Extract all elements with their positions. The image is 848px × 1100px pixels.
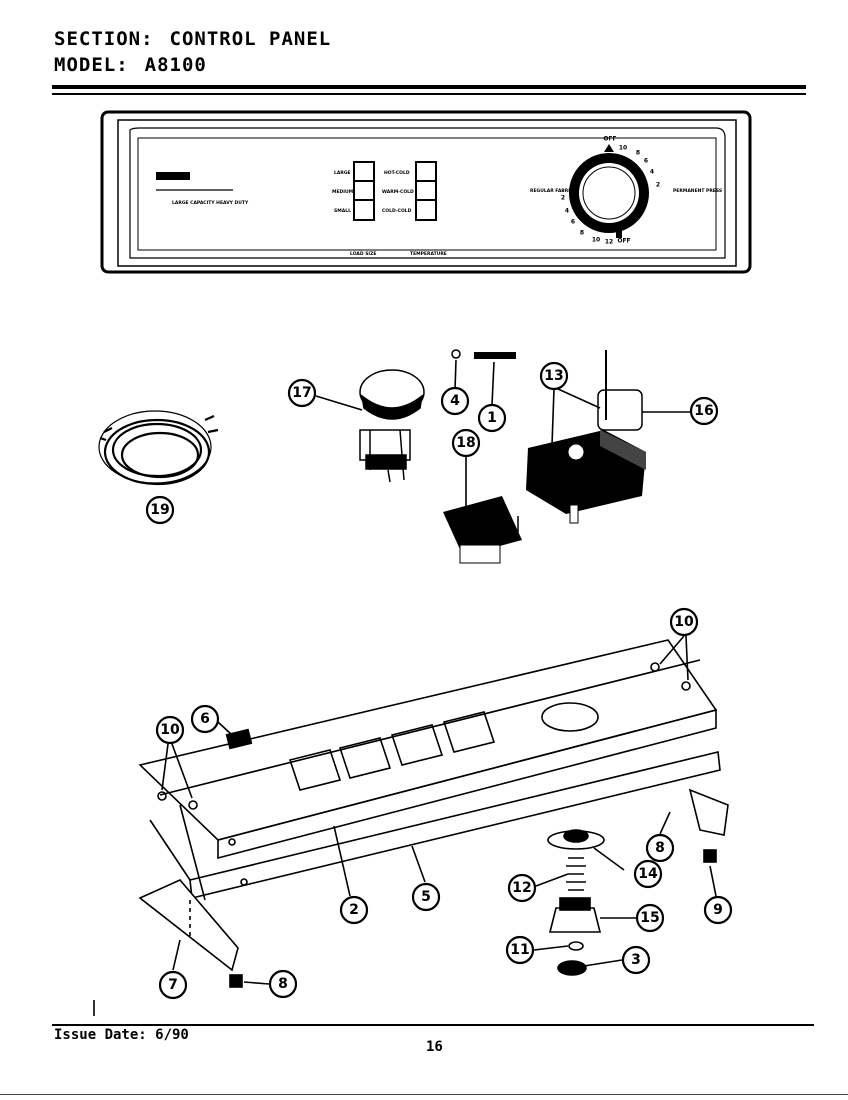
footer-rule: [52, 1024, 814, 1026]
svg-text:18: 18: [456, 435, 475, 451]
temperature-buttons: HOT-COLD WARM-COLD COLD-COLD: [382, 161, 437, 221]
knob-part: [474, 352, 516, 359]
svg-text:12: 12: [605, 239, 613, 246]
section-value: CONTROL PANEL: [169, 28, 332, 50]
svg-text:10: 10: [674, 614, 694, 630]
callout-2: 2: [339, 895, 369, 925]
svg-text:8: 8: [580, 230, 584, 237]
svg-text:5: 5: [421, 889, 431, 905]
svg-text:1: 1: [487, 410, 497, 426]
svg-text:3: 3: [631, 952, 641, 968]
svg-text:6: 6: [571, 219, 575, 226]
svg-text:8: 8: [636, 150, 640, 157]
svg-text:13: 13: [544, 368, 563, 384]
svg-text:11: 11: [510, 942, 529, 958]
agitator-drive-parts: [547, 829, 605, 976]
callout-6: 6: [190, 704, 220, 734]
callout-5: 5: [411, 882, 441, 912]
svg-text:14: 14: [638, 866, 658, 882]
callout-1: 1: [477, 403, 507, 433]
console-base-assembly: [138, 639, 729, 988]
brand-logo: [156, 172, 190, 180]
temperature-caption: TEMPERATURE: [410, 251, 447, 257]
callout-4: 4: [440, 386, 470, 416]
section-heading: SECTION: CONTROL PANEL: [54, 28, 331, 50]
svg-text:10: 10: [619, 145, 627, 152]
callout-12: 12: [507, 873, 537, 903]
load-large-label: LARGE: [334, 170, 351, 176]
callout-17: 17: [287, 378, 317, 408]
load-size-caption: LOAD SIZE: [350, 251, 376, 257]
svg-text:4: 4: [565, 208, 569, 215]
header-rule-thin: [52, 93, 806, 95]
svg-text:15: 15: [640, 910, 659, 926]
callout-19: 19: [145, 495, 175, 525]
page-number: 16: [426, 1039, 443, 1055]
load-small-label: SMALL: [334, 208, 351, 214]
push-button-switch-block: [443, 496, 522, 564]
timer-assembly: [526, 350, 646, 524]
trim-part: [225, 728, 253, 750]
svg-text:2: 2: [561, 195, 565, 202]
model-label: MODEL:: [54, 54, 129, 76]
svg-text:OFF: OFF: [617, 238, 630, 245]
svg-text:10: 10: [160, 722, 180, 738]
load-medium-label: MEDIUM: [332, 189, 354, 195]
callout-8a: 8: [645, 833, 675, 863]
callout-9: 9: [703, 895, 733, 925]
svg-text:12: 12: [512, 880, 531, 896]
svg-text:7: 7: [168, 977, 178, 993]
model-heading: MODEL: A8100: [54, 54, 207, 76]
issue-date: Issue Date: 6/90: [54, 1027, 189, 1043]
temp-hot-label: HOT-COLD: [384, 170, 410, 176]
leader-lines: [93, 359, 717, 1016]
svg-text:17: 17: [292, 385, 311, 401]
callout-18: 18: [451, 428, 481, 458]
load-size-buttons: LARGE MEDIUM SMALL: [332, 161, 375, 221]
model-value: A8100: [144, 54, 207, 76]
tag-line: LARGE CAPACITY HEAVY DUTY: [172, 200, 249, 206]
svg-text:8: 8: [655, 840, 665, 856]
svg-text:16: 16: [694, 403, 713, 419]
temp-cold-label: COLD-COLD: [382, 208, 412, 214]
callout-14: 14: [633, 859, 663, 889]
callout-15: 15: [635, 903, 665, 933]
water-level-switch: [359, 369, 425, 483]
bottom-edge-line: [0, 1094, 848, 1095]
svg-text:4: 4: [650, 169, 654, 176]
svg-text:9: 9: [713, 902, 723, 918]
callout-10a: 10: [669, 607, 699, 637]
clip-part: [451, 349, 461, 359]
callout-16: 16: [689, 396, 719, 426]
callout-3: 3: [621, 945, 651, 975]
svg-text:10: 10: [592, 237, 600, 244]
svg-text:2: 2: [656, 182, 660, 189]
callout-11: 11: [505, 935, 535, 965]
svg-text:4: 4: [450, 393, 460, 409]
callout-8b: 8: [268, 969, 298, 999]
svg-text:2: 2: [349, 902, 359, 918]
timer-dial: REGULAR FABRICS PERMANENT PRESS 10 8 6 4…: [530, 136, 722, 246]
svg-text:6: 6: [644, 158, 648, 165]
dial-left-label: REGULAR FABRICS: [530, 188, 577, 194]
section-label: SECTION:: [54, 28, 154, 50]
svg-text:OFF: OFF: [603, 136, 616, 143]
wire-harness: [98, 410, 219, 486]
header-rule-thick: [52, 85, 806, 89]
callout-7: 7: [158, 970, 188, 1000]
callout-10b: 10: [155, 715, 185, 745]
temp-warm-label: WARM-COLD: [382, 189, 414, 195]
svg-text:6: 6: [200, 711, 210, 727]
svg-text:19: 19: [150, 502, 169, 518]
svg-text:8: 8: [278, 976, 288, 992]
control-panel-illustration: LARGE CAPACITY HEAVY DUTY LARGE MEDIUM S…: [100, 110, 752, 274]
callout-13: 13: [539, 361, 569, 391]
dial-right-label: PERMANENT PRESS: [673, 188, 722, 194]
